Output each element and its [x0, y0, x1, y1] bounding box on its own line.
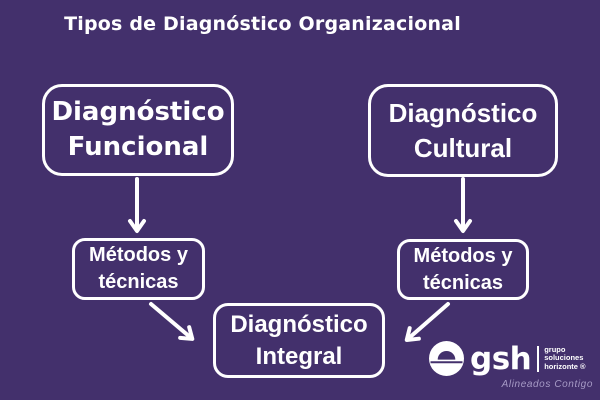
- node-metodos-tecnicas-right: Métodos y técnicas: [397, 239, 529, 300]
- arrow-metodos-left-to-integral: [149, 302, 195, 341]
- logo-group-line: horizonte ®: [544, 361, 586, 371]
- node-label-line: Integral: [255, 342, 343, 370]
- node-label-line: Métodos y: [89, 244, 188, 266]
- node-label-line: técnicas: [422, 271, 504, 294]
- node-diagnostico-integral: Diagnóstico Integral: [213, 303, 385, 378]
- node-label-line: Funcional: [67, 132, 209, 162]
- page-title: Tipos de Diagnóstico Organizacional: [64, 13, 461, 35]
- node-label-line: Diagnóstico: [388, 97, 538, 128]
- node-label-line: Cultural: [413, 132, 513, 163]
- node-label-line: Diagnóstico: [230, 310, 368, 338]
- node-metodos-tecnicas-left: Métodos y técnicas: [72, 238, 205, 300]
- logo-divider: [537, 345, 540, 372]
- arrow-metodos-right-to-integral: [404, 302, 450, 342]
- node-label-line: Diagnóstico: [51, 97, 225, 127]
- node-label-line: técnicas: [98, 271, 179, 293]
- logo-tagline: Alineados Contigo: [501, 379, 593, 390]
- horizon-sun-icon: [429, 341, 464, 376]
- node-diagnostico-cultural: Diagnóstico Cultural: [368, 84, 558, 177]
- node-diagnostico-funcional: Diagnóstico Funcional: [42, 84, 234, 176]
- gsh-logo: gsh grupo soluciones horizonte ® Alinead…: [428, 340, 598, 392]
- logo-group-line: soluciones: [544, 353, 584, 363]
- logo-group-line: grupo: [544, 344, 566, 354]
- logo-group-lines: grupo soluciones horizonte ®: [544, 344, 586, 372]
- node-label-line: Métodos y: [413, 244, 513, 267]
- gsh-logo-row: gsh grupo soluciones horizonte ®: [428, 340, 598, 377]
- gsh-wordmark: gsh: [470, 340, 532, 377]
